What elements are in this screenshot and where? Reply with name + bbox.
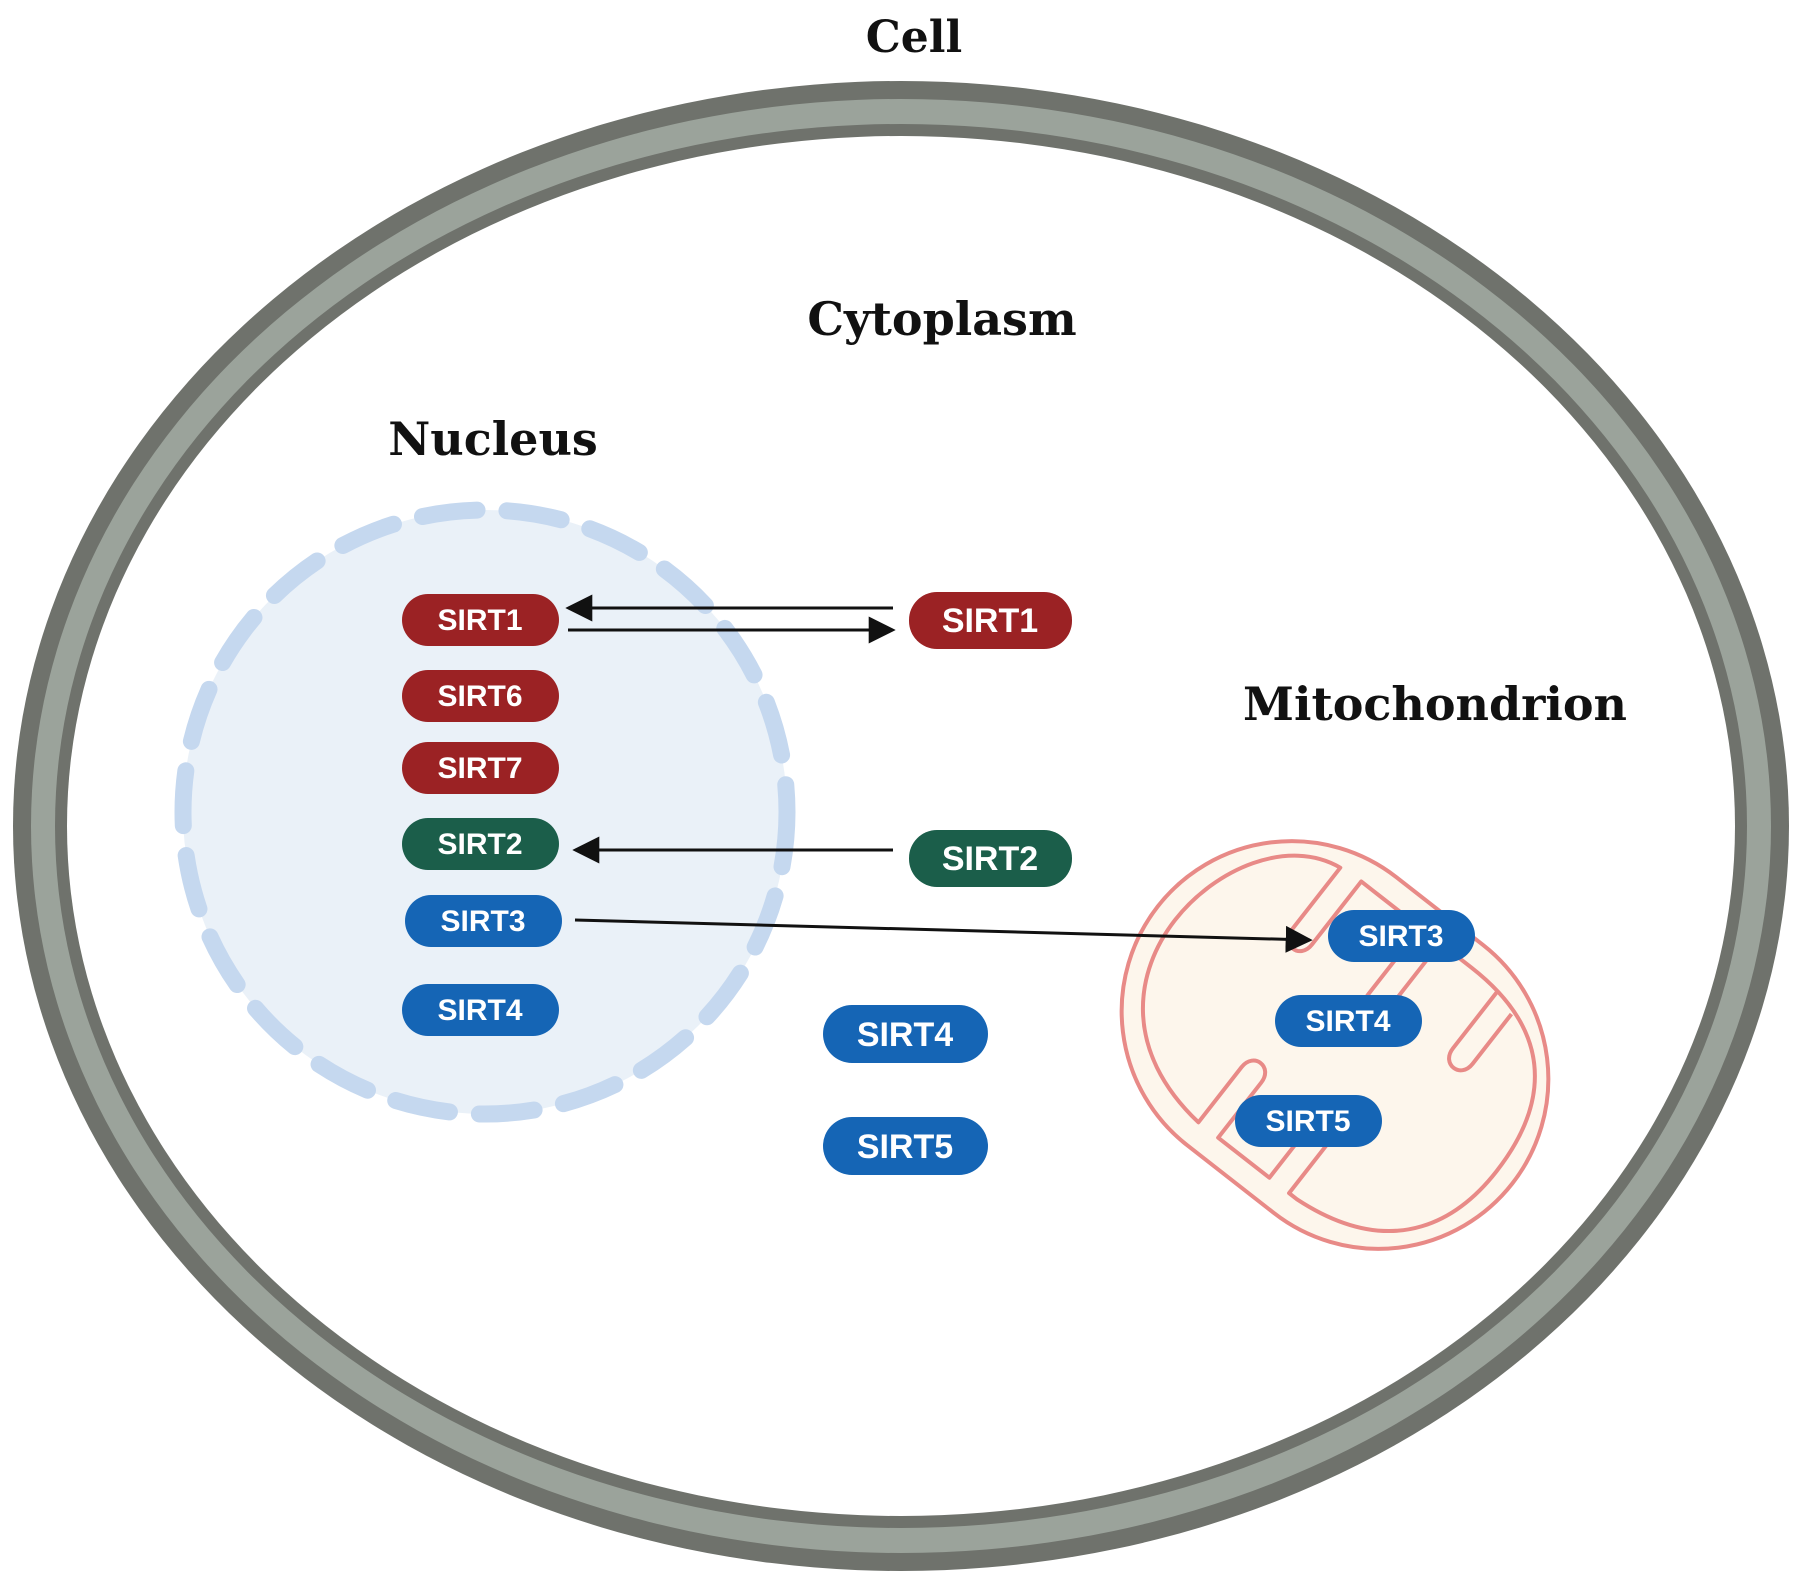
sirt2-cytoplasm-pill: SIRT2 [909, 830, 1072, 887]
sirt1-cytoplasm-label: SIRT1 [942, 602, 1038, 640]
nucleus [174, 501, 796, 1123]
sirt3-mitochondrion-pill: SIRT3 [1328, 910, 1475, 962]
sirt7-nucleus-pill: SIRT7 [402, 742, 559, 794]
sirt3-nucleus-label: SIRT3 [440, 905, 525, 938]
sirt1-cytoplasm-pill: SIRT1 [909, 592, 1072, 649]
sirt4-cytoplasm-label: SIRT4 [857, 1016, 953, 1054]
sirt1-nucleus-pill: SIRT1 [402, 594, 559, 646]
sirt6-nucleus-label: SIRT6 [437, 680, 522, 713]
sirt3-mitochondrion-label: SIRT3 [1358, 920, 1443, 953]
sirt4-nucleus-label: SIRT4 [437, 994, 522, 1027]
sirt5-mitochondrion-label: SIRT5 [1265, 1105, 1350, 1138]
sirt4-mitochondrion-pill: SIRT4 [1275, 995, 1422, 1047]
sirt5-cytoplasm-pill: SIRT5 [823, 1117, 988, 1175]
sirt5-cytoplasm-label: SIRT5 [857, 1128, 953, 1166]
sirt6-nucleus-pill: SIRT6 [402, 670, 559, 722]
sirt4-mitochondrion-label: SIRT4 [1305, 1005, 1390, 1038]
sirt1-nucleus-label: SIRT1 [437, 604, 522, 637]
mitochondrion-crista [1447, 991, 1514, 1073]
sirt4-nucleus-pill: SIRT4 [402, 984, 559, 1036]
mitochondrion-label: Mitochondrion [1243, 677, 1627, 731]
cytoplasm-proteins: SIRT1 SIRT2 SIRT4 SIRT5 [823, 592, 1072, 1175]
mitochondrion-cristae [1141, 853, 1537, 1233]
cytoplasm-label: Cytoplasm [807, 292, 1076, 346]
arrow-sirt3-to-mitochondrion [574, 918, 1313, 953]
nucleus-envelope [174, 501, 796, 1123]
sirt7-nucleus-label: SIRT7 [437, 752, 522, 785]
nucleus-label: Nucleus [388, 412, 598, 466]
sirt4-cytoplasm-pill: SIRT4 [823, 1005, 988, 1063]
sirt5-mitochondrion-pill: SIRT5 [1235, 1095, 1382, 1147]
sirt3-nucleus-pill: SIRT3 [405, 895, 562, 947]
sirt2-nucleus-pill: SIRT2 [402, 818, 559, 870]
sirt2-cytoplasm-label: SIRT2 [942, 840, 1038, 878]
translocation-arrows [565, 594, 1313, 953]
nucleus-proteins: SIRT1 SIRT6 SIRT7 SIRT2 SIRT3 SIRT4 [402, 594, 562, 1036]
cell-label: Cell [866, 12, 962, 63]
mitochondrion-proteins: SIRT3 SIRT4 SIRT5 [1235, 910, 1475, 1147]
sirt2-nucleus-label: SIRT2 [437, 828, 522, 861]
